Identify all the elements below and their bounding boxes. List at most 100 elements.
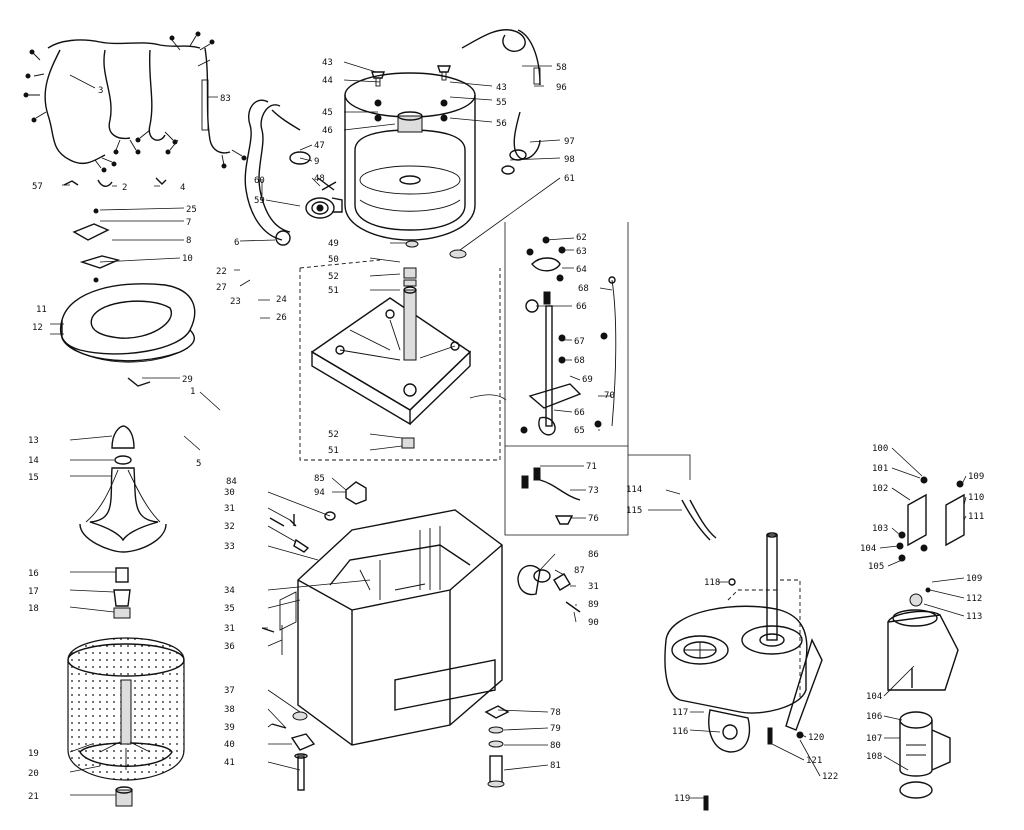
callout-73: 73 bbox=[588, 486, 599, 496]
tub-screws bbox=[371, 65, 451, 87]
callout-52-a: 52 bbox=[328, 272, 339, 282]
callout-41: 41 bbox=[224, 758, 235, 768]
callout-47: 47 bbox=[314, 141, 325, 151]
drain-hose bbox=[244, 99, 301, 246]
motor-shield-and-motor bbox=[887, 609, 959, 799]
callout-31-c: 31 bbox=[588, 582, 599, 592]
agitator bbox=[79, 467, 167, 553]
callout-2: 2 bbox=[122, 183, 127, 193]
callout-84: 84 bbox=[226, 477, 237, 487]
callout-16: 16 bbox=[28, 569, 39, 579]
callout-34: 34 bbox=[224, 586, 235, 596]
callout-105: 105 bbox=[868, 562, 884, 572]
callout-109-b: 109 bbox=[966, 574, 982, 584]
linkage-rod-114-115 bbox=[628, 454, 717, 541]
callout-71: 71 bbox=[586, 462, 597, 472]
callout-66-b: 66 bbox=[574, 408, 585, 418]
callout-32: 32 bbox=[224, 522, 235, 532]
callout-87: 87 bbox=[574, 566, 585, 576]
callout-79: 79 bbox=[550, 724, 561, 734]
callout-18: 18 bbox=[28, 604, 39, 614]
fill-hose-and-nozzle bbox=[461, 29, 541, 175]
callout-114: 114 bbox=[626, 485, 642, 495]
callout-20: 20 bbox=[28, 769, 39, 779]
callout-10: 10 bbox=[182, 254, 193, 264]
callout-117: 117 bbox=[672, 708, 688, 718]
callout-33: 33 bbox=[224, 542, 235, 552]
agitator-coupling bbox=[113, 567, 131, 619]
callout-102: 102 bbox=[872, 484, 888, 494]
callout-51-a: 51 bbox=[328, 286, 339, 296]
callout-94: 94 bbox=[314, 488, 325, 498]
callout-48: 48 bbox=[314, 174, 325, 184]
callout-39: 39 bbox=[224, 723, 235, 733]
callout-23: 23 bbox=[230, 297, 241, 307]
leveling-legs bbox=[484, 705, 510, 788]
callout-86: 86 bbox=[588, 550, 599, 560]
lid-switch-bracket bbox=[72, 208, 121, 283]
callout-107: 107 bbox=[866, 734, 882, 744]
callout-64: 64 bbox=[576, 265, 587, 275]
transmission bbox=[664, 532, 823, 811]
callout-5: 5 bbox=[196, 459, 201, 469]
callout-40: 40 bbox=[224, 740, 235, 750]
callout-104-b: 104 bbox=[866, 692, 882, 702]
callout-116: 116 bbox=[672, 727, 688, 737]
top-cover-ring bbox=[59, 283, 196, 387]
callout-66-a: 66 bbox=[576, 302, 587, 312]
callout-90: 90 bbox=[588, 618, 599, 628]
callout-78: 78 bbox=[550, 708, 561, 718]
callout-76: 76 bbox=[588, 514, 599, 524]
callout-3: 3 bbox=[98, 86, 103, 96]
callout-15: 15 bbox=[28, 473, 39, 483]
callout-120: 120 bbox=[808, 733, 824, 743]
callout-29: 29 bbox=[182, 375, 193, 385]
callout-60: 60 bbox=[254, 176, 265, 186]
callout-51-b: 51 bbox=[328, 446, 339, 456]
callout-44: 44 bbox=[322, 76, 333, 86]
cabinet-hardware bbox=[261, 481, 367, 791]
callout-115: 115 bbox=[626, 506, 642, 516]
callout-49: 49 bbox=[328, 239, 339, 249]
callout-38: 38 bbox=[224, 705, 235, 715]
drive-nut bbox=[115, 786, 133, 807]
callout-13: 13 bbox=[28, 436, 39, 446]
callout-52-b: 52 bbox=[328, 430, 339, 440]
callout-31-a: 31 bbox=[224, 504, 235, 514]
callout-14: 14 bbox=[28, 456, 39, 466]
callout-89: 89 bbox=[588, 600, 599, 610]
callout-65: 65 bbox=[574, 426, 585, 436]
callout-103: 103 bbox=[872, 524, 888, 534]
callout-68-b: 68 bbox=[574, 356, 585, 366]
callout-57: 57 bbox=[32, 182, 43, 192]
callout-112: 112 bbox=[966, 594, 982, 604]
callout-6: 6 bbox=[234, 238, 239, 248]
callout-36: 36 bbox=[224, 642, 235, 652]
callout-83: 83 bbox=[220, 94, 231, 104]
callout-61: 61 bbox=[564, 174, 575, 184]
callout-68-a: 68 bbox=[578, 284, 589, 294]
callout-58: 58 bbox=[556, 63, 567, 73]
callout-100: 100 bbox=[872, 444, 888, 454]
callout-labels: 3 83 57 2 4 25 7 8 10 11 12 29 1 5 13 14… bbox=[28, 58, 984, 804]
timer-and-knob bbox=[517, 564, 581, 613]
agitator-cap bbox=[111, 425, 135, 465]
callout-46: 46 bbox=[322, 126, 333, 136]
seal-washers bbox=[405, 240, 467, 259]
callout-43-b: 43 bbox=[496, 83, 507, 93]
callout-110: 110 bbox=[968, 493, 984, 503]
callout-11: 11 bbox=[36, 305, 47, 315]
callout-1: 1 bbox=[190, 387, 195, 397]
callout-111: 111 bbox=[968, 512, 984, 522]
callout-22: 22 bbox=[216, 267, 227, 277]
callout-35: 35 bbox=[224, 604, 235, 614]
callout-55: 55 bbox=[496, 98, 507, 108]
callout-70: 70 bbox=[604, 391, 615, 401]
wash-tub bbox=[67, 637, 185, 781]
motor-brackets bbox=[896, 476, 965, 607]
callout-9: 9 bbox=[314, 157, 319, 167]
callout-24: 24 bbox=[276, 295, 287, 305]
callout-59: 59 bbox=[254, 196, 265, 206]
callout-106: 106 bbox=[866, 712, 882, 722]
